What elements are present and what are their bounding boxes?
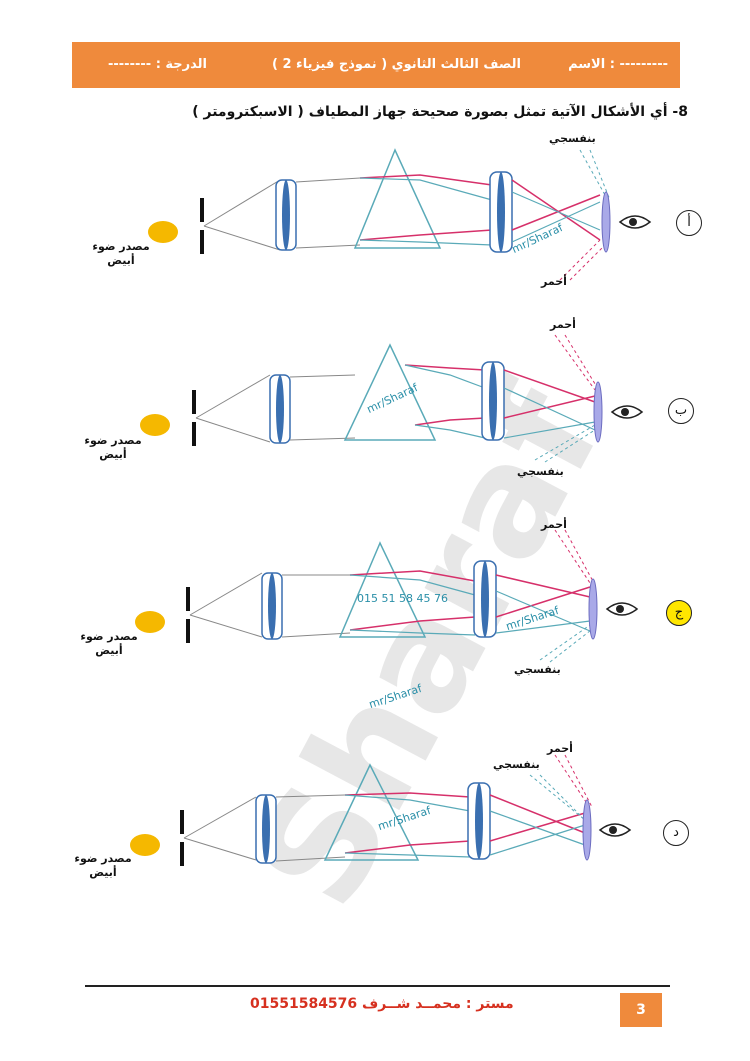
- red-label: أحمر: [541, 518, 567, 531]
- phone-watermark: 015 51 58 45 76: [357, 592, 448, 605]
- violet-label: بنفسجي: [517, 465, 564, 478]
- diagram-b: [140, 334, 644, 463]
- footer-divider: [85, 985, 670, 987]
- prism: [323, 763, 420, 861]
- prism: [343, 343, 437, 441]
- light-source: [130, 834, 160, 856]
- eyepiece: [582, 799, 592, 861]
- slit-bottom: [200, 230, 204, 254]
- diagram-c: [135, 529, 639, 663]
- choice-d[interactable]: د: [663, 820, 689, 846]
- red-label: أحمر: [541, 275, 567, 288]
- light-source: [135, 611, 165, 633]
- class-title: الصف الثالث الثانوي ( نموذج فيزياء 2 ): [272, 57, 521, 72]
- teacher-contact: مستر : محمــد شــرف 01551584576: [250, 996, 514, 1012]
- diagram-a: [148, 148, 652, 281]
- prism: [338, 541, 427, 638]
- violet-label: بنفسجي: [514, 663, 561, 676]
- light-source: [148, 221, 178, 243]
- diagram-d: [130, 754, 632, 866]
- violet-label: بنفسجي: [549, 132, 596, 145]
- red-label: أحمر: [550, 318, 576, 331]
- eyepiece: [588, 578, 598, 640]
- choice-c[interactable]: ج: [666, 600, 692, 626]
- red-label: أحمر: [547, 742, 573, 755]
- violet-label: بنفسجي: [493, 758, 540, 771]
- worksheet-header: الاسم : --------- الصف الثالث الثانوي ( …: [72, 42, 680, 88]
- grade-field: الدرجة : --------: [108, 57, 207, 72]
- choice-a[interactable]: أ: [676, 210, 702, 236]
- prism: [353, 148, 442, 249]
- choice-b[interactable]: ب: [668, 398, 694, 424]
- eyepiece: [601, 191, 611, 253]
- eyepiece: [593, 381, 603, 443]
- page-number: 3: [620, 993, 662, 1027]
- name-field: الاسم : ---------: [568, 57, 668, 72]
- question-text: 8- أي الأشكال الآتية تمثل بصورة صحيحة جه…: [192, 104, 688, 120]
- light-source: [140, 414, 170, 436]
- slit-top: [200, 198, 204, 222]
